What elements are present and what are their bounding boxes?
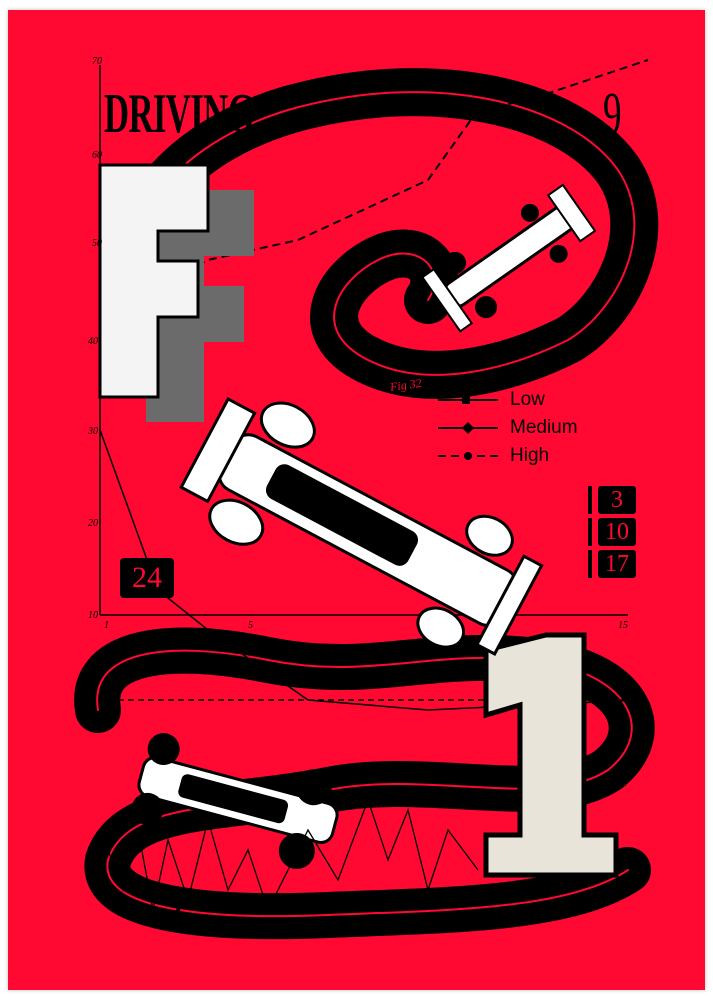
upper-race-track <box>99 68 659 399</box>
poster: DRIVING 9 70 60 50 40 30 20 10 1 5 15 Fi… <box>8 10 705 990</box>
squiggle-line <box>87 798 479 912</box>
number-badges: 3 10 17 <box>588 486 636 582</box>
y-tick: 70 <box>92 56 102 67</box>
y-tick: 50 <box>92 238 102 249</box>
badge: 10 <box>588 518 636 546</box>
race-car-top <box>420 183 597 333</box>
number-box-24: 24 <box>120 558 174 598</box>
big-letter-f <box>98 163 254 422</box>
y-tick: 10 <box>88 610 98 621</box>
legend-item-high: High <box>438 442 578 470</box>
legend: Low Medium High <box>438 386 578 470</box>
race-car-cutaway <box>179 396 544 656</box>
high-series-line <box>117 59 649 311</box>
y-tick: 20 <box>88 518 98 529</box>
y-tick: 30 <box>88 426 98 437</box>
big-numeral-one <box>483 632 619 878</box>
badge: 17 <box>588 550 636 578</box>
artwork <box>74 59 659 940</box>
y-tick: 40 <box>88 336 98 347</box>
x-tick: 5 <box>248 620 253 631</box>
y-tick: 60 <box>92 150 102 161</box>
race-car-bottom <box>131 733 339 869</box>
poster-title: DRIVING <box>104 83 255 145</box>
badge: 3 <box>588 486 636 514</box>
legend-item-medium: Medium <box>438 414 578 442</box>
top-right-number: 9 <box>603 81 622 149</box>
lower-race-track <box>74 627 655 940</box>
x-tick: 1 <box>104 620 109 631</box>
legend-item-low: Low <box>438 386 578 414</box>
bottom-number: 2 <box>168 891 182 936</box>
x-tick: 15 <box>618 620 628 631</box>
